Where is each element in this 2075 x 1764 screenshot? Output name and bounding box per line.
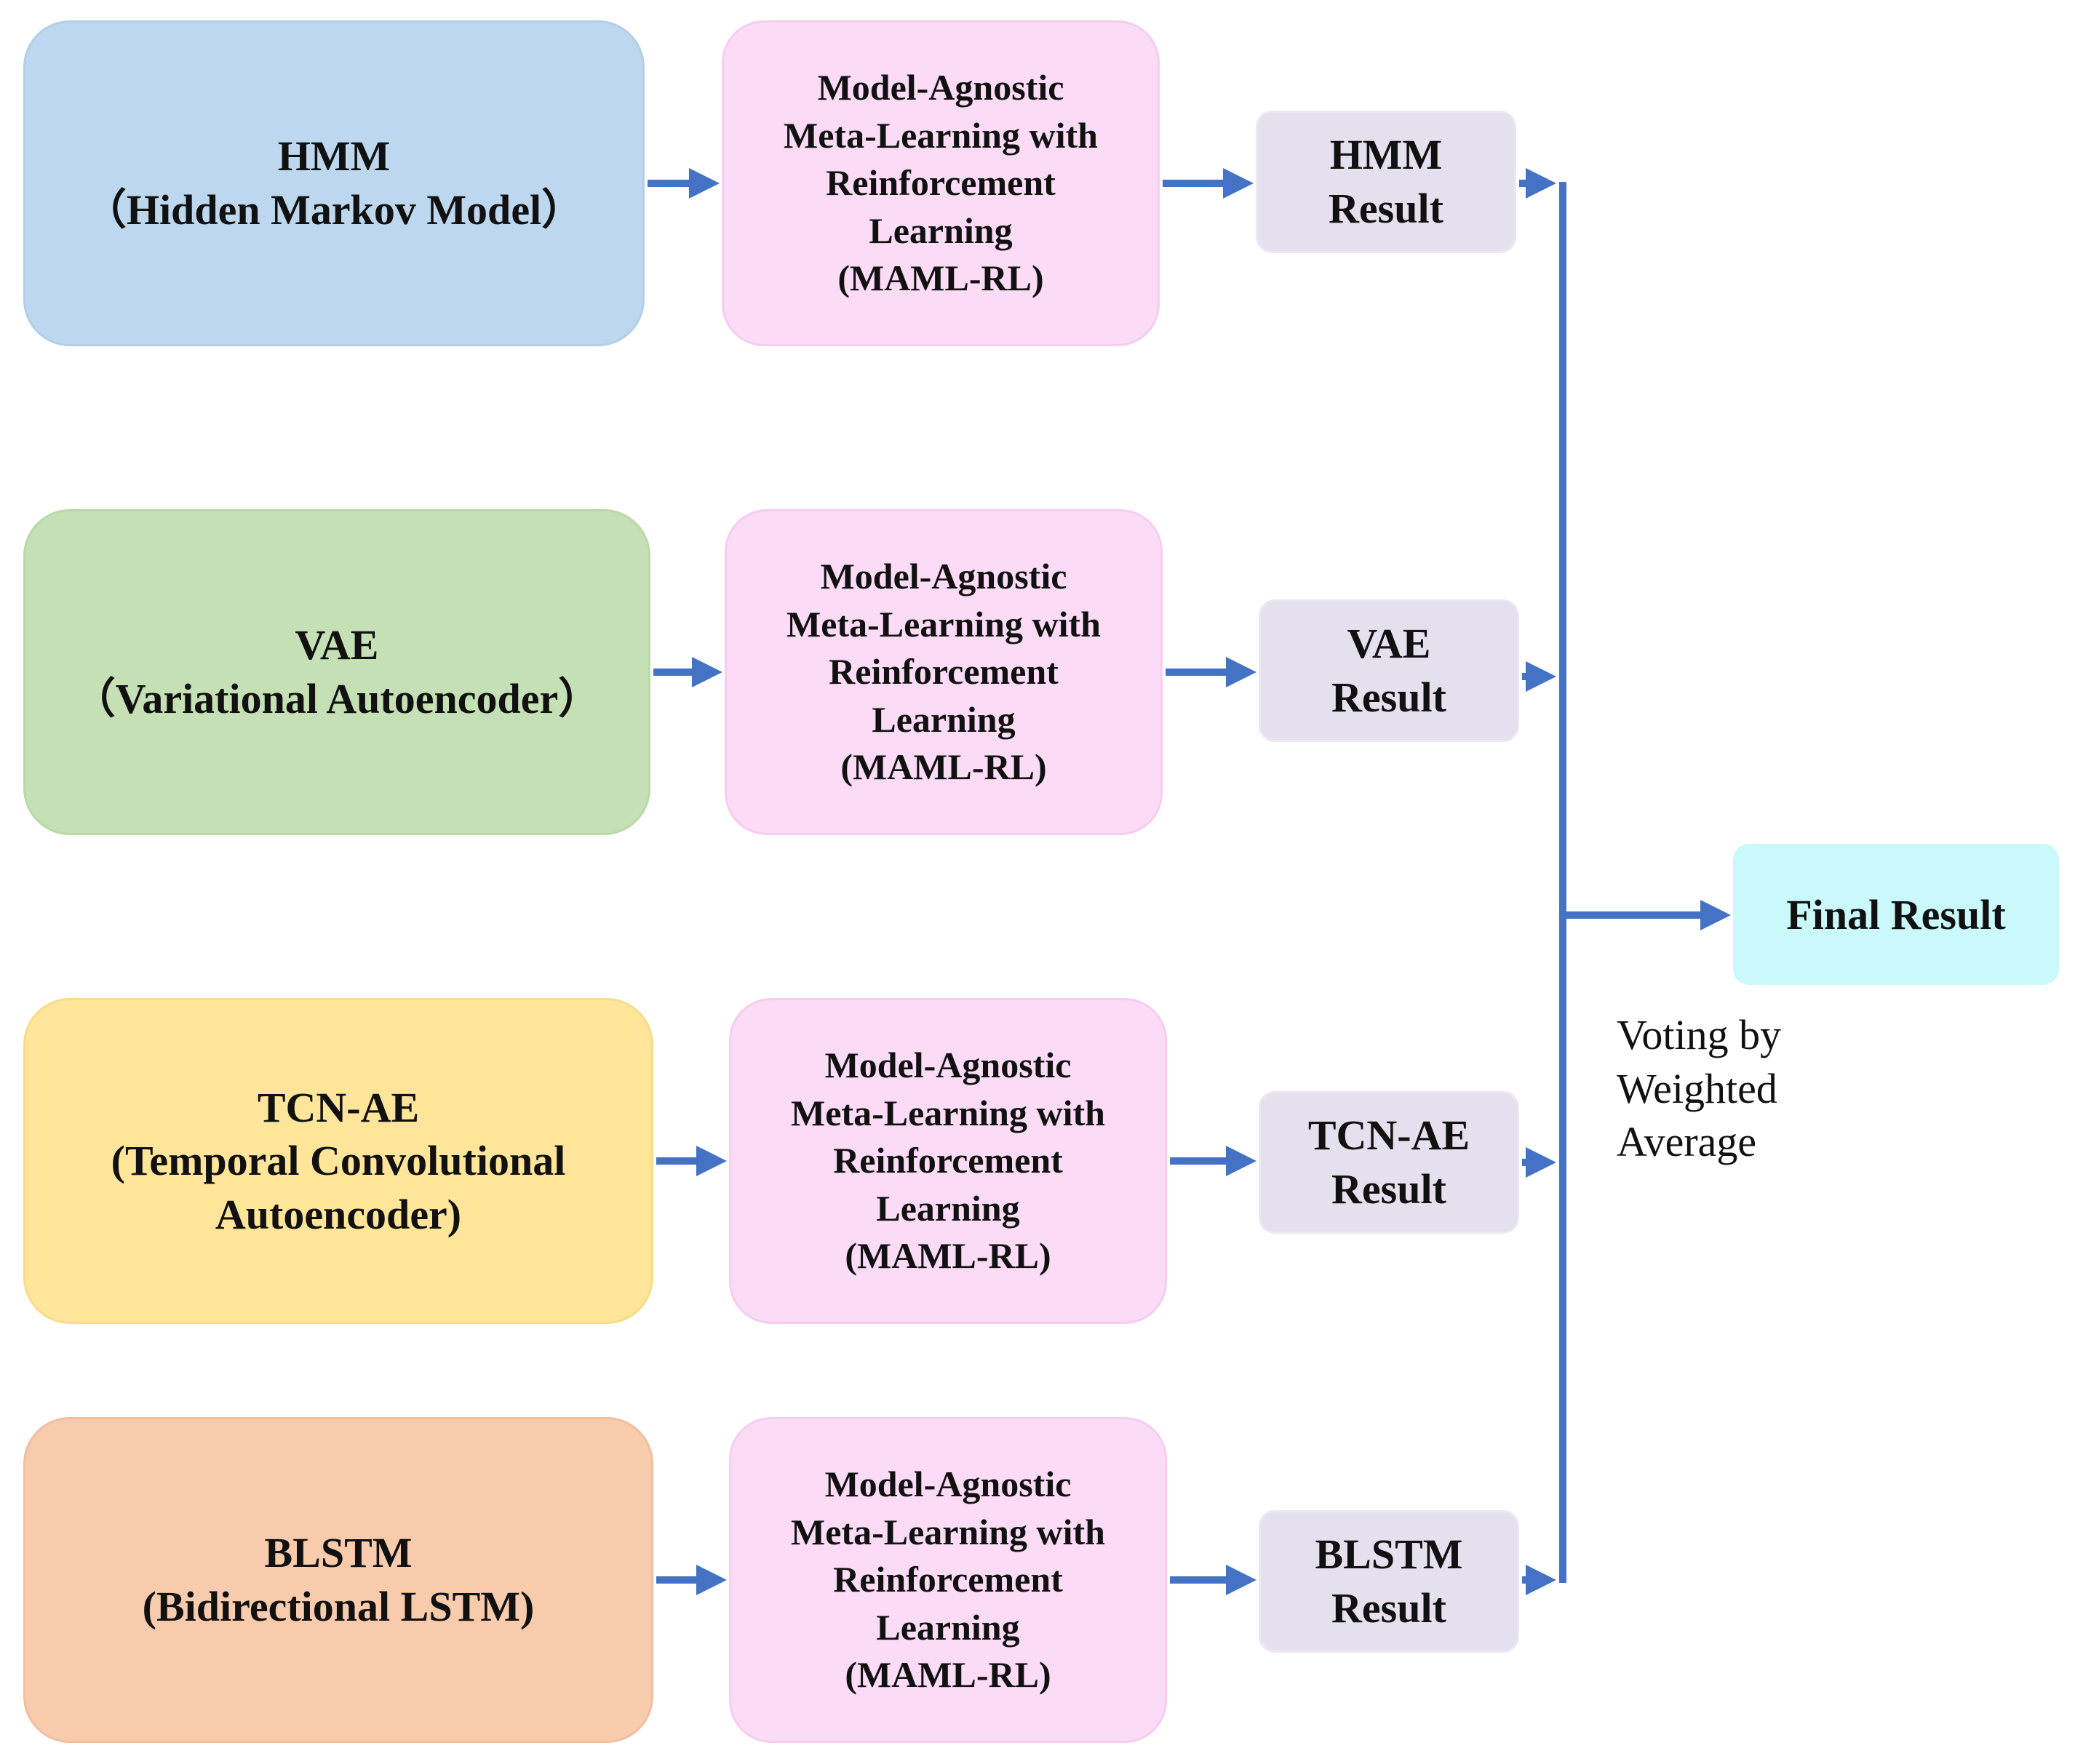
- blstm-result-label: BLSTM Result: [1315, 1530, 1463, 1632]
- final-result-box: Final Result: [1733, 844, 2059, 985]
- maml-rl-label: Model-Agnostic Meta-Learning with Reinfo…: [791, 1045, 1105, 1277]
- maml-rl-box-tcn-ae: Model-Agnostic Meta-Learning with Reinfo…: [729, 998, 1167, 1324]
- maml-rl-label: Model-Agnostic Meta-Learning with Reinfo…: [786, 556, 1101, 788]
- blstm-result-box: BLSTM Result: [1259, 1510, 1519, 1653]
- vae-model-label: VAE （Variational Autoencoder）: [73, 621, 601, 722]
- final-result-label: Final Result: [1786, 890, 2006, 938]
- maml-rl-box-vae: Model-Agnostic Meta-Learning with Reinfo…: [725, 509, 1163, 835]
- maml-rl-box-hmm: Model-Agnostic Meta-Learning with Reinfo…: [722, 20, 1160, 346]
- maml-rl-label: Model-Agnostic Meta-Learning with Reinfo…: [791, 1464, 1105, 1696]
- hmm-result-label: HMM Result: [1329, 131, 1443, 232]
- blstm-model-label: BLSTM (Bidirectional LSTM): [142, 1529, 535, 1630]
- tcn-ae-result-label: TCN-AE Result: [1307, 1112, 1470, 1213]
- hmm-model-box: HMM （Hidden Markov Model）: [23, 20, 645, 346]
- vae-result-box: VAE Result: [1259, 599, 1519, 742]
- vae-model-box: VAE （Variational Autoencoder）: [23, 509, 650, 835]
- hmm-result-box: HMM Result: [1256, 111, 1516, 253]
- hmm-model-label: HMM （Hidden Markov Model）: [84, 132, 584, 234]
- vae-result-label: VAE Result: [1331, 620, 1446, 721]
- blstm-model-box: BLSTM (Bidirectional LSTM): [23, 1417, 653, 1743]
- voting-by-weighted-average-label: Voting by Weighted Average: [1617, 1011, 1782, 1166]
- maml-rl-label: Model-Agnostic Meta-Learning with Reinfo…: [784, 67, 1098, 299]
- tcn-ae-model-box: TCN-AE (Temporal Convolutional Autoencod…: [23, 998, 653, 1324]
- maml-rl-box-blstm: Model-Agnostic Meta-Learning with Reinfo…: [729, 1417, 1167, 1743]
- tcn-ae-result-box: TCN-AE Result: [1259, 1091, 1519, 1234]
- tcn-ae-model-label: TCN-AE (Temporal Convolutional Autoencod…: [111, 1083, 566, 1238]
